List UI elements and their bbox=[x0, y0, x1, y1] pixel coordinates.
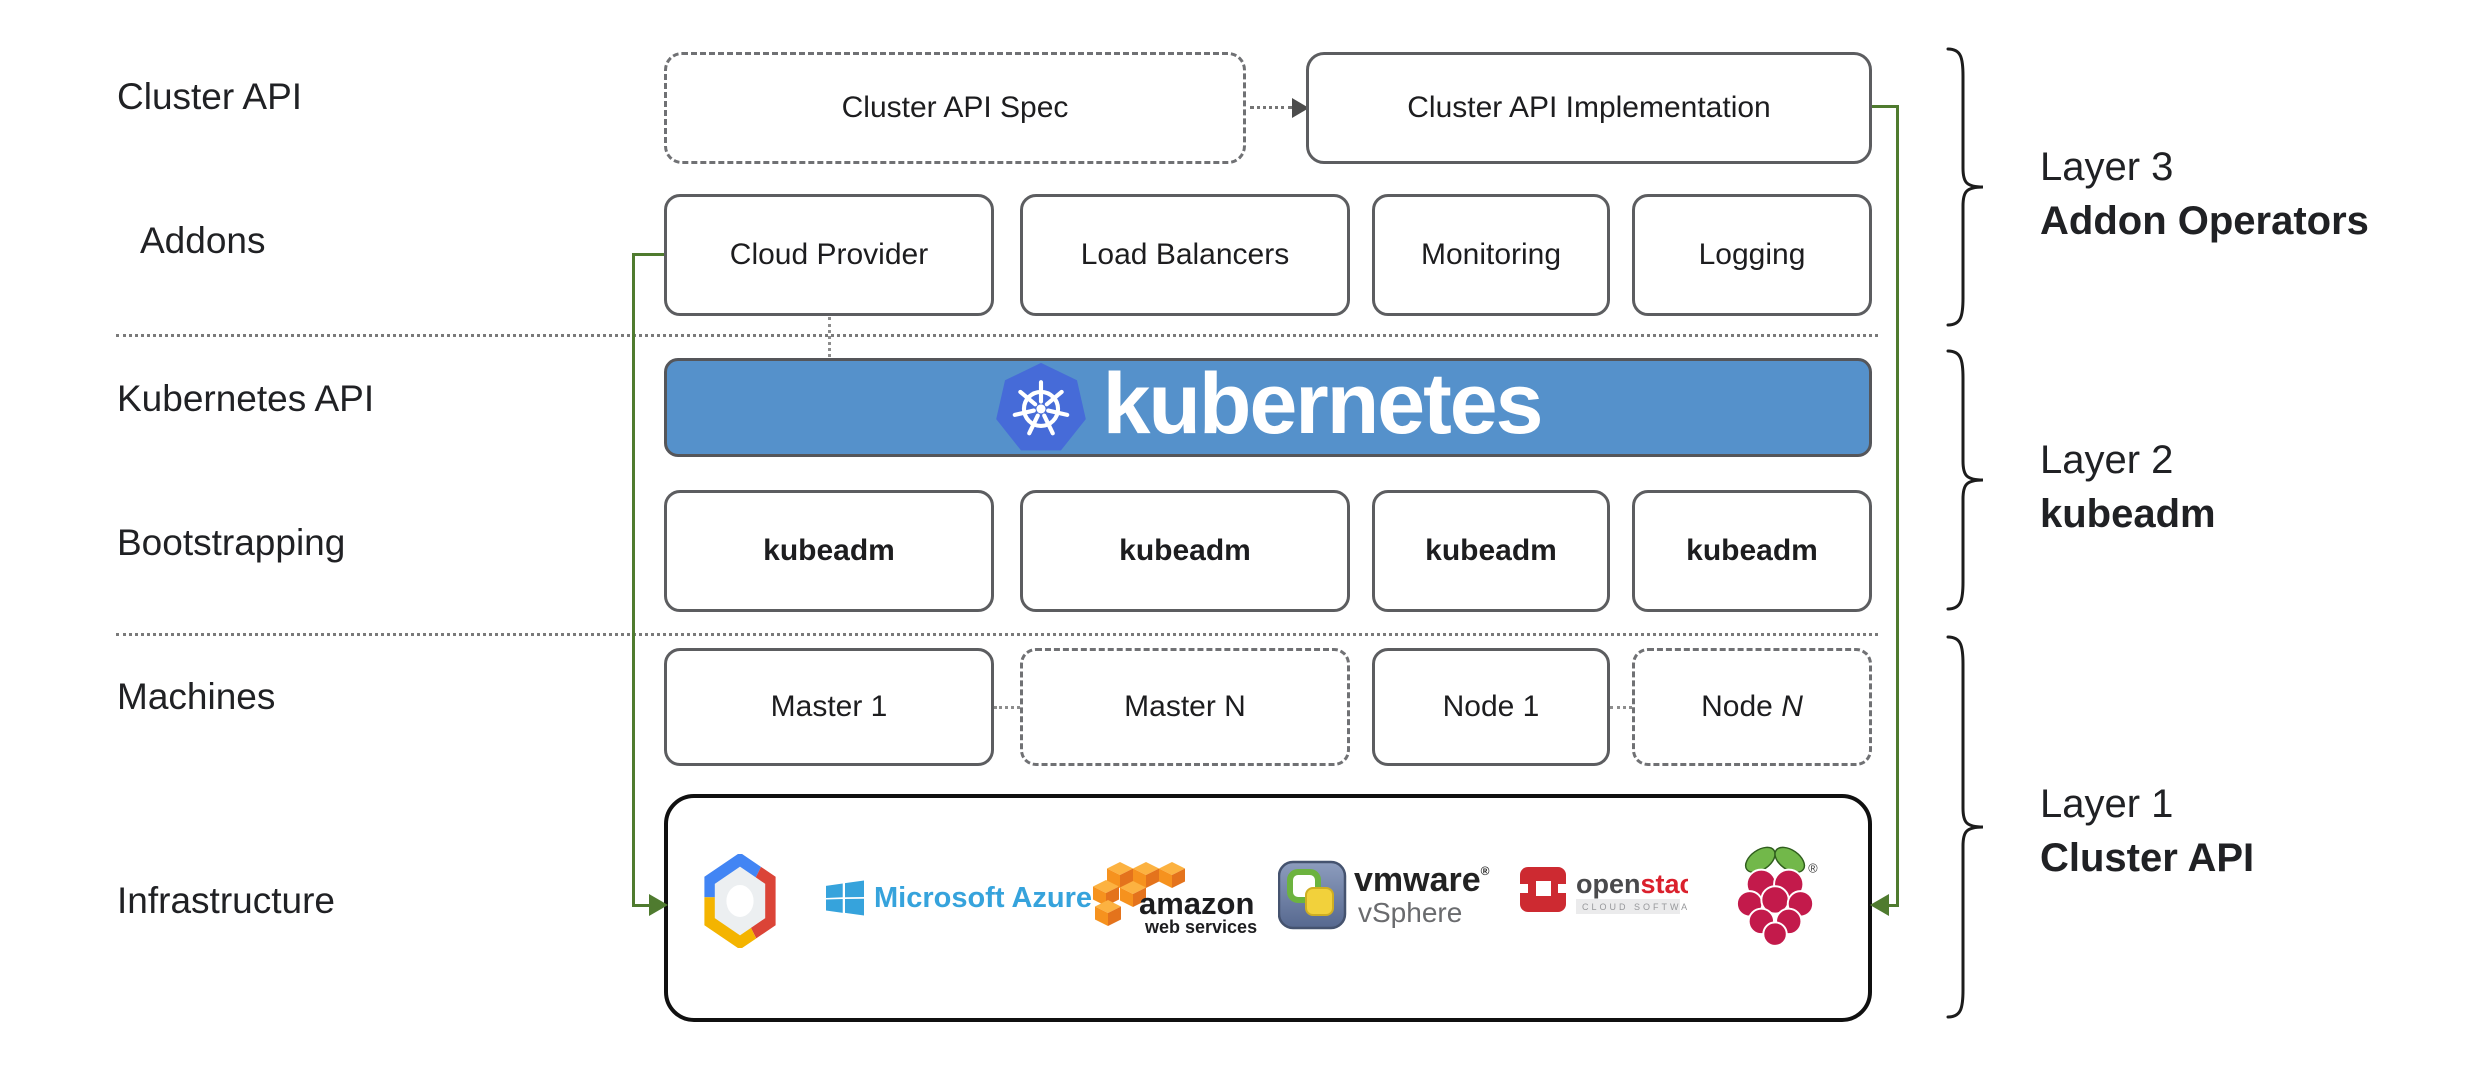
green-line-right-bottom-horizontal bbox=[1886, 904, 1899, 907]
machine-label-master-n: Master N bbox=[1124, 690, 1246, 723]
cluster-api-spec-label: Cluster API Spec bbox=[841, 91, 1069, 124]
green-line-cloudprovider-horizontal bbox=[632, 253, 664, 256]
spec-to-impl-arrowhead-icon bbox=[1292, 98, 1309, 118]
google-cloud-icon bbox=[704, 854, 776, 948]
green-arrowhead-into-infra-right-icon bbox=[1870, 894, 1889, 916]
master-dotted-connector bbox=[994, 706, 1020, 709]
kubernetes-banner: kubernetes bbox=[664, 358, 1872, 457]
kubeadm-box-1: kubeadm bbox=[664, 490, 994, 612]
section-divider-top bbox=[116, 334, 1878, 337]
machine-label-node-n-prefix: Node bbox=[1701, 690, 1782, 723]
addon-label-monitoring: Monitoring bbox=[1420, 238, 1562, 271]
machine-label-node-n: Node N bbox=[1701, 690, 1803, 724]
cloud-provider-to-kubernetes-dotted-connector bbox=[828, 317, 831, 357]
machine-label-node-1: Node 1 bbox=[1442, 690, 1540, 723]
kubeadm-box-4: kubeadm bbox=[1632, 490, 1872, 612]
addon-box-cloud-provider: Cloud Provider bbox=[664, 194, 994, 316]
cluster-api-implementation-box: Cluster API Implementation bbox=[1306, 52, 1872, 164]
green-line-left-bottom-horizontal bbox=[632, 904, 650, 907]
row-label-cluster-api: Cluster API bbox=[117, 76, 303, 117]
layer-3-bracket bbox=[1946, 47, 1984, 327]
addon-box-logging: Logging bbox=[1632, 194, 1872, 316]
kubeadm-box-2: kubeadm bbox=[1020, 490, 1350, 612]
openstack-text: openstack™ bbox=[1576, 869, 1688, 899]
openstack-icon: openstack™ CLOUD SOFTWARE bbox=[1518, 867, 1688, 914]
machine-box-node-n: Node N bbox=[1632, 648, 1872, 766]
layer-2-title: Layer 2 bbox=[2040, 438, 2174, 482]
addon-box-load-balancers: Load Balancers bbox=[1020, 194, 1350, 316]
layer-1-title: Layer 1 bbox=[2040, 782, 2174, 826]
addon-box-monitoring: Monitoring bbox=[1372, 194, 1610, 316]
raspberry-pi-icon: ® bbox=[1735, 846, 1818, 947]
infrastructure-box: Microsoft Azure amazon web services vmwa… bbox=[664, 794, 1872, 1022]
kubeadm-label-1: kubeadm bbox=[763, 534, 895, 567]
amazon-web-services-icon: amazon web services bbox=[1093, 862, 1257, 936]
layer-3-title: Layer 3 bbox=[2040, 145, 2174, 189]
kubeadm-label-2: kubeadm bbox=[1119, 534, 1251, 567]
kubeadm-label-4: kubeadm bbox=[1686, 534, 1818, 567]
addon-label-load-balancers: Load Balancers bbox=[1080, 238, 1290, 271]
addon-label-logging: Logging bbox=[1698, 238, 1806, 271]
green-arrowhead-into-infra-left-icon bbox=[649, 894, 668, 916]
layer-3-subtitle: Addon Operators bbox=[2040, 199, 2369, 243]
kubernetes-helm-wheel-icon bbox=[995, 362, 1086, 450]
layer-1-label: Layer 1 Cluster API bbox=[2040, 777, 2254, 885]
machine-box-node-1: Node 1 bbox=[1372, 648, 1610, 766]
kubeadm-label-3: kubeadm bbox=[1425, 534, 1557, 567]
green-line-implementation-horizontal bbox=[1872, 105, 1896, 108]
microsoft-azure-logo: Microsoft Azure bbox=[826, 880, 1092, 916]
vsphere-text: vSphere bbox=[1358, 897, 1462, 928]
machine-box-master-1: Master 1 bbox=[664, 648, 994, 766]
addon-label-cloud-provider: Cloud Provider bbox=[729, 238, 929, 271]
aws-amazon-text: amazon bbox=[1139, 886, 1254, 921]
row-label-bootstrapping: Bootstrapping bbox=[117, 522, 346, 563]
vmware-vsphere-icon: vmware® vSphere bbox=[1278, 860, 1490, 930]
green-line-right-vertical bbox=[1896, 105, 1899, 906]
machine-label-master-1: Master 1 bbox=[770, 690, 888, 723]
machine-box-master-n: Master N bbox=[1020, 648, 1350, 766]
spec-to-impl-dotted-line bbox=[1250, 106, 1292, 109]
cluster-api-spec-box: Cluster API Spec bbox=[664, 52, 1246, 164]
layer-3-label: Layer 3 Addon Operators bbox=[2040, 140, 2369, 248]
layer-2-subtitle: kubeadm bbox=[2040, 492, 2216, 536]
row-label-kubernetes-api: Kubernetes API bbox=[117, 378, 375, 419]
row-label-machines: Machines bbox=[117, 676, 276, 717]
row-label-infrastructure: Infrastructure bbox=[117, 880, 335, 921]
green-line-left-vertical bbox=[632, 253, 635, 906]
section-divider-bottom bbox=[116, 633, 1878, 636]
layer-2-bracket bbox=[1946, 349, 1984, 611]
kubeadm-box-3: kubeadm bbox=[1372, 490, 1610, 612]
openstack-cloud-software-text: CLOUD SOFTWARE bbox=[1582, 902, 1688, 912]
row-label-addons: Addons bbox=[140, 220, 266, 261]
machine-label-node-n-suffix: N bbox=[1781, 690, 1803, 723]
layer-1-bracket bbox=[1946, 635, 1984, 1019]
microsoft-azure-icon bbox=[826, 880, 864, 916]
layer-2-label: Layer 2 kubeadm bbox=[2040, 433, 2216, 541]
aws-webservices-text: web services bbox=[1144, 917, 1257, 936]
layer-1-subtitle: Cluster API bbox=[2040, 836, 2255, 880]
node-dotted-connector bbox=[1610, 706, 1632, 709]
vmware-text: vmware® bbox=[1354, 861, 1490, 899]
kubernetes-wordmark: kubernetes bbox=[1102, 355, 1544, 452]
cluster-api-implementation-label: Cluster API Implementation bbox=[1407, 91, 1771, 124]
raspberry-pi-registered-mark: ® bbox=[1808, 862, 1818, 876]
microsoft-azure-text: Microsoft Azure bbox=[874, 881, 1093, 914]
